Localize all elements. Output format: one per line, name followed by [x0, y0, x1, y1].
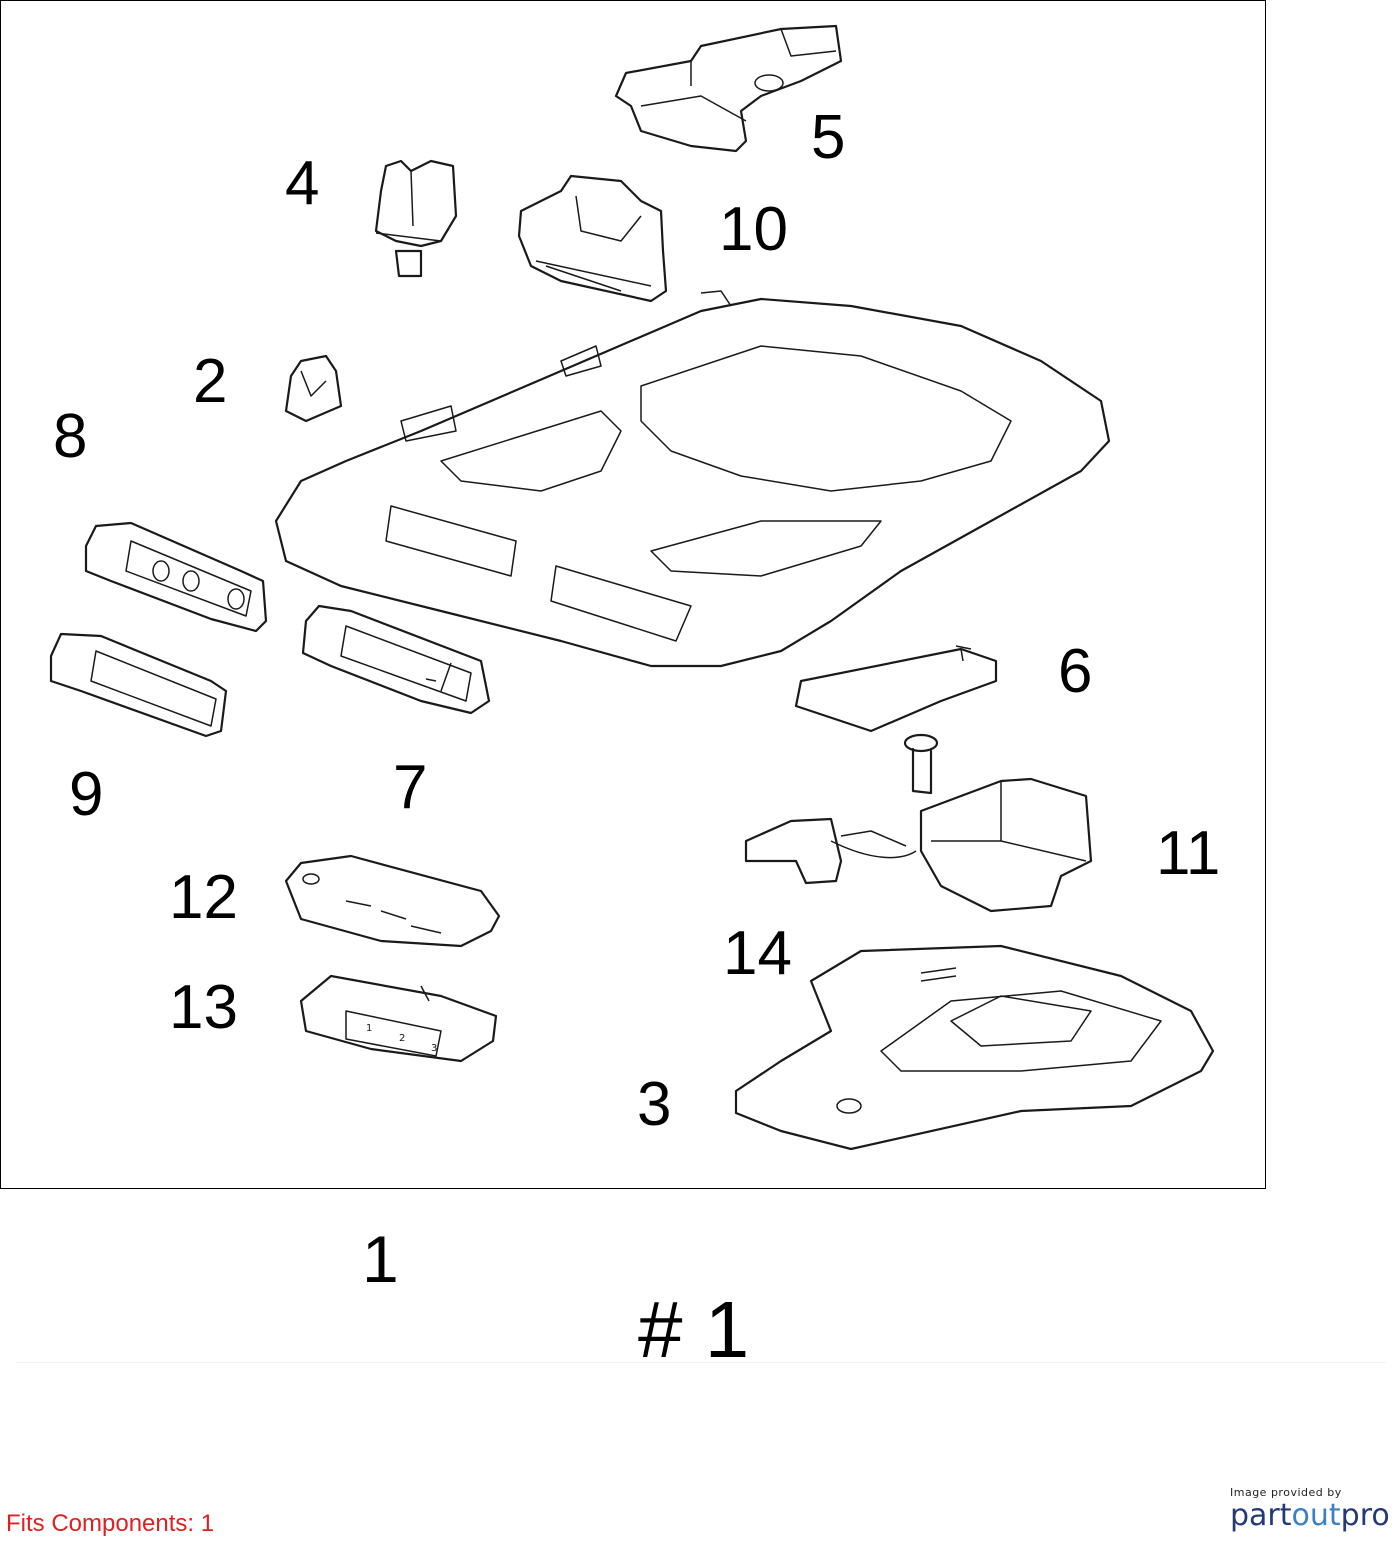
callout-13: 13	[169, 973, 238, 1042]
callout-5: 5	[811, 103, 846, 172]
callout-12: 12	[169, 863, 238, 932]
callout-14: 14	[723, 919, 792, 988]
callout-2: 2	[193, 347, 228, 416]
part-8	[84, 521, 268, 633]
part-10	[517, 174, 668, 303]
part-9	[49, 632, 228, 738]
part-12	[284, 854, 501, 948]
logo-pro: pro	[1340, 1498, 1390, 1533]
part-11	[744, 777, 1093, 913]
part-3	[734, 944, 1215, 1151]
part-13: 1 2 3	[299, 974, 498, 1063]
diagram-frame: 1 2 3 5 4 10 2 8 6 9 7 11 12 14 13 3	[0, 0, 1266, 1189]
divider	[16, 1362, 1386, 1363]
callout-9: 9	[69, 760, 104, 829]
variant-label: # 1	[638, 1285, 750, 1374]
svg-text:3: 3	[431, 1043, 437, 1054]
image-credit: Image provided by partoutpro	[1230, 1486, 1390, 1531]
main-part-label: 1	[362, 1222, 399, 1296]
svg-text:2: 2	[399, 1033, 405, 1044]
callout-11: 11	[1156, 819, 1221, 888]
callout-8: 8	[53, 402, 88, 471]
part-7	[301, 604, 491, 715]
part-5	[614, 24, 843, 153]
credit-caption: Image provided by	[1230, 1486, 1342, 1499]
part-2	[284, 354, 343, 423]
fits-components-text: Fits Components: 1	[6, 1510, 215, 1537]
parts-diagram: 1 2 3	[49, 24, 1215, 1151]
logo-out: out	[1291, 1498, 1341, 1533]
callout-4: 4	[285, 149, 320, 218]
screw	[903, 733, 939, 795]
partoutpro-logo: partoutpro	[1230, 1501, 1390, 1531]
svg-text:1: 1	[366, 1023, 372, 1034]
callout-10: 10	[719, 195, 788, 264]
logo-part: part	[1230, 1498, 1292, 1533]
callout-6: 6	[1058, 637, 1093, 706]
part-4	[374, 159, 458, 278]
part-6	[794, 645, 998, 733]
callout-3: 3	[637, 1070, 672, 1139]
callout-7: 7	[393, 753, 428, 822]
part-1-console-housing	[274, 290, 1111, 668]
